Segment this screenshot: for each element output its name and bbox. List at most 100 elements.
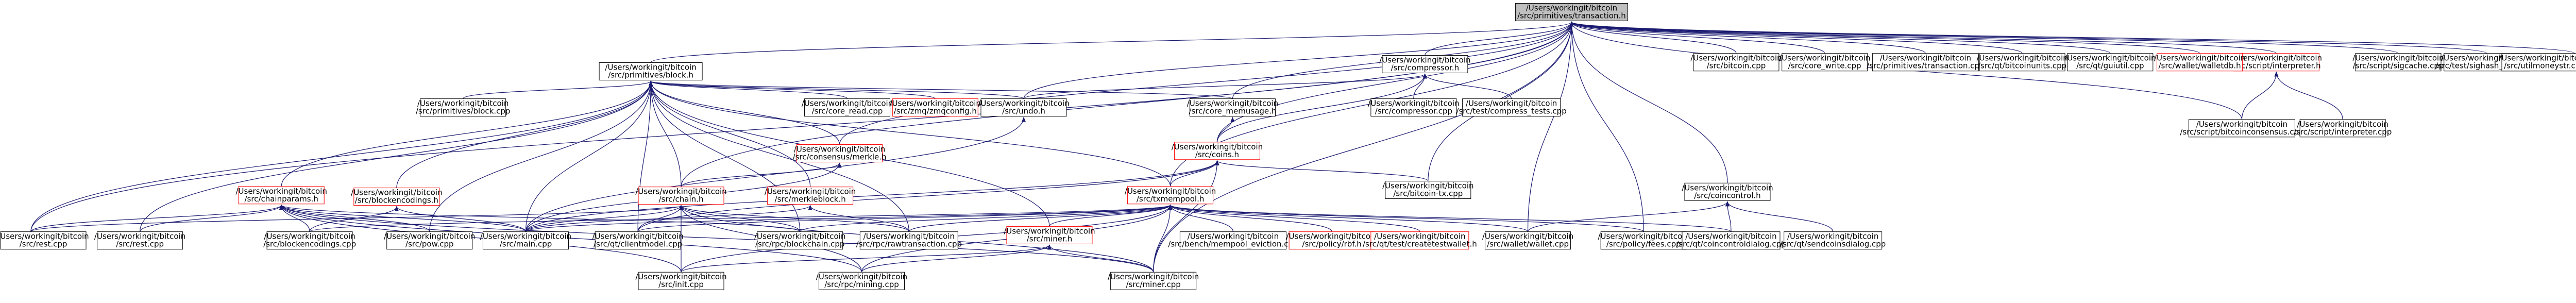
node-bitcoinconsensus-cpp[interactable]: /Users/workingit/bitcoin/src/script/bitc… xyxy=(2180,119,2304,138)
node-path-prefix: /Users/workingit/bitcoin xyxy=(1368,99,1459,108)
edge-chainparams_h-to-block_h xyxy=(281,80,653,187)
node-path-prefix: /Users/workingit/bitcoin xyxy=(264,232,355,241)
node-blockencodings-cpp[interactable]: /Users/workingit/bitcoin/src/blockencodi… xyxy=(263,231,356,250)
edge-coins_h-to-transaction_h xyxy=(1216,21,1574,142)
node-bitcoin-tx-cpp[interactable]: /Users/workingit/bitcoin/src/bitcoin-tx.… xyxy=(1382,181,1474,199)
node-sendcoinsdialog-cpp[interactable]: /Users/workingit/bitcoin/src/qt/sendcoin… xyxy=(1780,231,1886,250)
node-box xyxy=(1515,3,1628,22)
node-file-label: /src/qt/coincontroldialog.cpp xyxy=(1676,240,1786,249)
node-path-prefix: /Users/workingit/bitcoin xyxy=(978,99,1069,108)
node-box xyxy=(1462,98,1561,117)
node-blockencodings-h[interactable]: /Users/workingit/bitcoin/src/blockencodi… xyxy=(351,188,443,206)
node-transaction-cpp[interactable]: /Users/workingit/bitcoin/src/primitives/… xyxy=(1867,53,1985,72)
node-compressor-h[interactable]: /Users/workingit/bitcoin/src/compressor.… xyxy=(1379,55,1471,73)
node-core-memusage-h[interactable]: /Users/workingit/bitcoin/src/core_memusa… xyxy=(1187,98,1278,117)
node-path-prefix: /Users/workingit/bitcoin xyxy=(417,99,509,108)
node-fees-cpp[interactable]: /Users/workingit/bitcoin/src/policy/fees… xyxy=(1598,231,1689,250)
node-coincontrol-h[interactable]: /Users/workingit/bitcoin/src/coincontrol… xyxy=(1682,182,1773,201)
node-undo-h[interactable]: /Users/workingit/bitcoin/src/undo.h xyxy=(978,98,1070,117)
node-path-prefix: /Users/workingit/bitcoin xyxy=(2499,54,2576,63)
node-bitcoin-cpp[interactable]: /Users/workingit/bitcoin/src/bitcoin.cpp xyxy=(1690,53,1782,72)
edge-compressor_h-to-transaction_h xyxy=(1425,21,1574,56)
node-box xyxy=(2188,119,2295,138)
edge-main_cpp-to-undo_h xyxy=(525,116,1026,232)
edge-init_cpp-to-miner_h xyxy=(681,244,1052,273)
node-miner-cpp[interactable]: /Users/workingit/bitcoin/src/miner.cpp xyxy=(1108,272,1199,290)
node-block-h[interactable]: /Users/workingit/bitcoin/src/primitives/… xyxy=(599,62,703,81)
node-box xyxy=(1385,181,1471,199)
node-miner-h[interactable]: /Users/workingit/bitcoin/src/miner.h xyxy=(1004,226,1095,244)
node-box xyxy=(599,62,703,81)
node-main-cpp[interactable]: /Users/workingit/bitcoin/src/main.cpp xyxy=(480,231,571,250)
edge-main_cpp-to-blockencodings_h xyxy=(394,206,527,232)
node-chain-h[interactable]: /Users/workingit/bitcoin/src/chain.h xyxy=(635,187,727,205)
edge-clientmodel_cpp-to-txmempool_h xyxy=(637,204,1173,232)
node-file-label: /src/zmq/zmqconfig.h xyxy=(894,107,977,116)
edge-main_cpp-to-chain_h xyxy=(525,205,683,232)
edge-gitbitcoinunits_cpp-to-transaction_h xyxy=(1569,21,2023,54)
edge-miner_cpp-to-miner_h xyxy=(1047,244,1154,273)
edge-miner_cpp-to-transaction_h xyxy=(1153,21,1574,273)
node-path-prefix: /Users/workingit/bitcoin xyxy=(1125,187,1216,196)
node-core-read-cpp[interactable]: /Users/workingit/bitcoin/src/core_read.c… xyxy=(802,98,893,117)
node-blockchain-cpp[interactable]: /Users/workingit/bitcoin/src/rpc/blockch… xyxy=(754,231,845,250)
node-file-label: /src/policy/rbf.h xyxy=(1302,240,1361,249)
node-utilmoneystr-cpp[interactable]: /Users/workingit/bitcoin/src/utilmoneyst… xyxy=(2499,53,2576,72)
node-rpcmining-cpp[interactable]: /Users/workingit/bitcoin/src/rpc/mining.… xyxy=(816,272,907,290)
edge-coins_h-to-core_memusage_h xyxy=(1216,116,1235,142)
node-path-prefix: /Users/workingit/bitcoin xyxy=(1976,54,2067,63)
node-rpcrest-cpp[interactable]: /Users/workingit/bitcoin/src/rest.cpp xyxy=(94,231,185,250)
node-mempool-eviction-cpp[interactable]: /Users/workingit/bitcoin/src/bench/mempo… xyxy=(1168,231,1298,250)
node-chainparams-h[interactable]: /Users/workingit/bitcoin/src/chainparams… xyxy=(235,186,327,205)
node-interpreter-cpp[interactable]: /Users/workingit/bitcoin/src/script/inte… xyxy=(2294,119,2392,138)
edge-bitcoin_cpp-to-transaction_h xyxy=(1569,21,1737,54)
node-rawtransaction-cpp[interactable]: /Users/workingit/bitcoin/src/rpc/rawtran… xyxy=(856,231,962,250)
edge-rpcmining_cpp-to-chainparams_h xyxy=(279,204,862,273)
node-box xyxy=(638,187,724,205)
node-zmqconfig-h[interactable]: /Users/workingit/bitcoin/src/zmq/zmqconf… xyxy=(890,98,981,117)
node-path-prefix: /Users/workingit/bitcoin xyxy=(1685,232,1776,241)
node-clientmodel-cpp[interactable]: /Users/workingit/bitcoin/src/qt/clientmo… xyxy=(592,231,684,250)
node-box xyxy=(1600,231,1687,250)
node-transaction-h: /Users/workingit/bitcoin/src/primitives/… xyxy=(1515,3,1628,22)
node-file-label: /src/consensus/merkle.h xyxy=(793,152,887,161)
node-pow-cpp[interactable]: /Users/workingit/bitcoin/src/pow.cpp xyxy=(384,231,475,250)
node-guiutil-cpp[interactable]: /Users/workingit/bitcoin/src/qt/guiutil.… xyxy=(2064,53,2156,72)
node-policy-rbf-h[interactable]: /Users/workingit/bitcoin/src/policy/rbf.… xyxy=(1286,231,1378,250)
node-path-prefix: /Users/workingit/bitcoin xyxy=(0,232,89,241)
node-file-label: /src/primitives/transaction.h xyxy=(1517,11,1626,21)
edge-main_cpp-to-txmempool_h xyxy=(525,204,1173,232)
node-walletdb-h[interactable]: /Users/workingit/bitcoin/src/wallet/wall… xyxy=(2154,53,2245,72)
node-path-prefix: /Users/workingit/bitcoin xyxy=(2196,120,2287,129)
node-core-write-cpp[interactable]: /Users/workingit/bitcoin/src/core_write.… xyxy=(1779,53,1870,72)
node-rest-cpp[interactable]: /Users/workingit/bitcoin/src/rest.cpp xyxy=(0,231,89,250)
node-block-cpp[interactable]: /Users/workingit/bitcoin/src/primitives/… xyxy=(416,98,511,117)
node-wallet-cpp[interactable]: /Users/workingit/bitcoin/src/wallet/wall… xyxy=(1482,231,1573,250)
node-coins-h[interactable]: /Users/workingit/bitcoin/src/coins.h xyxy=(1172,142,1263,160)
edge-blockchain_cpp-to-txmempool_h xyxy=(800,204,1173,232)
node-file-label: /src/bitcoin-tx.cpp xyxy=(1393,189,1463,198)
edges-layer xyxy=(30,21,2575,273)
edge-main_cpp-to-merkleblock_h xyxy=(525,205,812,232)
edge-coincontrol_h-to-transaction_h xyxy=(1569,21,1728,183)
node-merkleblock-h[interactable]: /Users/workingit/bitcoin/src/merkleblock… xyxy=(765,187,856,205)
node-gitbitcoinunits-cpp[interactable]: /Users/workingit/bitcoin/src/qt/bitcoinu… xyxy=(1976,53,2068,72)
node-coincontroldialog-cpp[interactable]: /Users/workingit/bitcoin/src/qt/coincont… xyxy=(1676,231,1786,250)
node-createtestwallet-h[interactable]: /Users/workingit/bitcoin/src/qt/test/cre… xyxy=(1363,231,1477,250)
node-init-cpp[interactable]: /Users/workingit/bitcoin/src/init.cpp xyxy=(635,272,727,290)
node-merkle-h[interactable]: /Users/workingit/bitcoin/src/consensus/m… xyxy=(793,144,887,162)
node-compressor-cpp[interactable]: /Users/workingit/bitcoin/src/compressor.… xyxy=(1368,98,1460,117)
edge-chain_h-to-merkle_h xyxy=(681,162,842,188)
edge-main_cpp-to-chainparams_h xyxy=(279,204,527,232)
node-interpreter-h[interactable]: /Users/workingit/bitcoin/src/script/inte… xyxy=(2231,53,2322,72)
node-path-prefix: /Users/workingit/bitcoin xyxy=(1374,232,1465,241)
node-sigcache-cpp[interactable]: /Users/workingit/bitcoin/src/script/sigc… xyxy=(2352,53,2444,72)
edge-rpcrest_cpp-to-block_h xyxy=(139,80,653,232)
node-path-prefix: /Users/workingit/bitcoin xyxy=(2064,54,2156,63)
edge-merkleblock_h-to-block_h xyxy=(649,80,811,187)
node-txmempool-h[interactable]: /Users/workingit/bitcoin/src/txmempool.h xyxy=(1125,186,1216,205)
edge-chain_h-to-block_h xyxy=(649,80,682,187)
node-compress-tests-cpp[interactable]: /Users/workingit/bitcoin/src/test/compre… xyxy=(1456,98,1567,117)
edge-coincontroldialog_cpp-to-txmempool_h xyxy=(1168,204,1732,232)
